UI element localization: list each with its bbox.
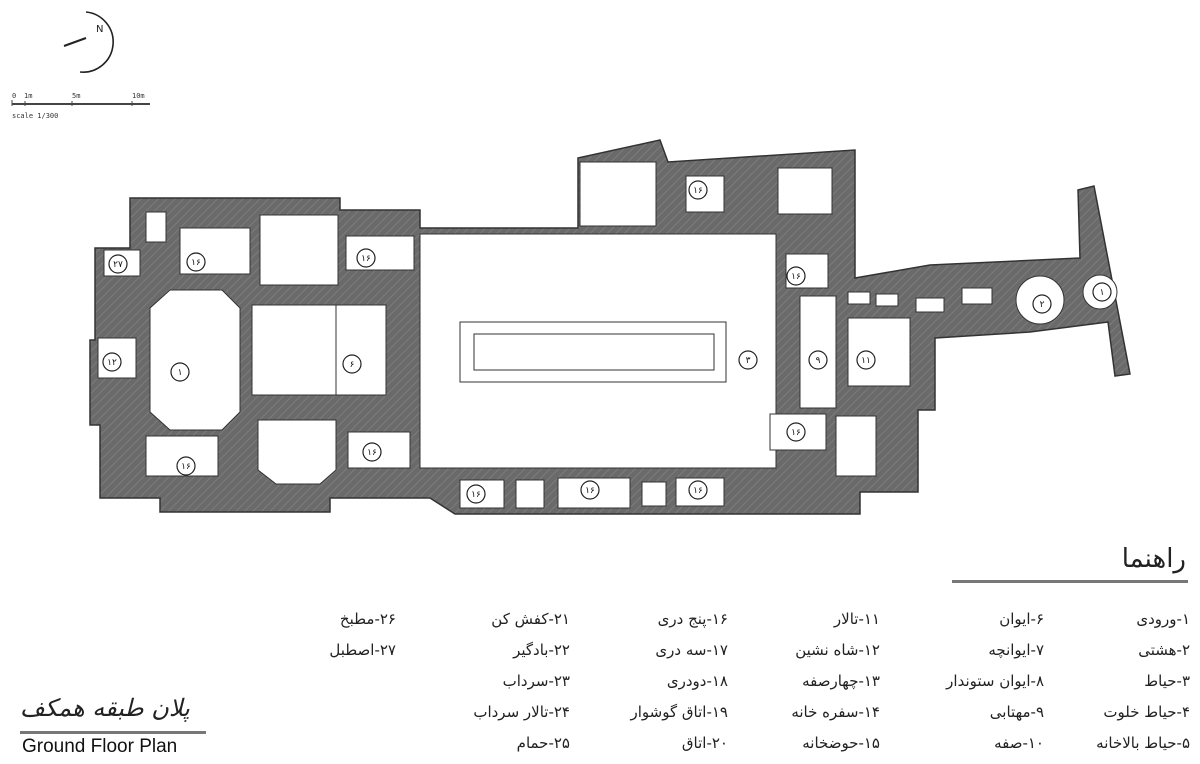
room-label: ۱ (1100, 288, 1105, 298)
legend-item: ۴-حیاط خلوت (1103, 703, 1190, 721)
room-label-circles (102, 180, 1112, 504)
legend-item: ۲۳-سرداب (502, 672, 570, 690)
scale-text: scale 1/300 (12, 112, 58, 120)
scale-tick-10: 10m (132, 92, 145, 100)
legend-divider (952, 580, 1188, 583)
legend-item: ۱۸-دودری (666, 672, 728, 690)
legend-item: ۱۰-صفه (994, 734, 1044, 752)
scale-tick-0: 0 (12, 92, 16, 100)
legend-item: ۲۱-کفش کن (491, 610, 570, 628)
legend-column-6: ۲۶-مطبخ ۲۷-اصطبل (246, 604, 396, 666)
room-label: ۲۷ (113, 260, 123, 270)
room-label: ۱۶ (471, 490, 481, 500)
room-label: ۱۶ (585, 486, 595, 496)
legend-item: ۲۲-بادگیر (513, 641, 570, 659)
scale-tick-1: 1m (24, 92, 32, 100)
octagonal-hall (149, 289, 241, 431)
legend-item: ۲-هشتی (1138, 641, 1190, 659)
legend-item: ۲۰-اتاق (681, 734, 728, 752)
north-label: N (96, 24, 103, 35)
plan-title-english: Ground Floor Plan (22, 736, 178, 757)
legend-item: ۲۵-حمام (516, 734, 570, 752)
room-label: ۱۶ (791, 272, 801, 282)
room-label: ۱۶ (693, 186, 703, 196)
room-label: ۱۶ (791, 428, 801, 438)
legend-item: ۱۴-سفره خانه (791, 703, 880, 721)
room-label: ۱۶ (693, 486, 703, 496)
north-arrow: N (63, 11, 114, 73)
room-label: ۱۶ (181, 462, 191, 472)
legend-item: ۲۶-مطبخ (339, 610, 396, 628)
room-label: ۳ (746, 356, 751, 366)
legend-item: ۷-ایوانچه (988, 641, 1044, 659)
room-label: ۱۲ (107, 358, 117, 368)
scale-bar: 0 1m 5m 10m scale 1/300 (11, 92, 150, 120)
room-voids (97, 161, 1118, 509)
legend-column-1: ۱-ورودی ۲-هشتی ۳-حیاط ۴-حیاط خلوت ۵-حیاط… (1040, 604, 1190, 759)
legend-item: ۶-ایوان (999, 610, 1044, 628)
legend-item: ۱۷-سه دری (655, 641, 728, 659)
legend-item: ۳-حیاط (1144, 672, 1190, 690)
legend-item: ۱۱-تالار (833, 610, 880, 628)
room-label-numbers: ۱ ۶ ۳ ۱ ۲ ۲۷ ۱۲ ۱۶ ۱۶ ۱۶ ۱۶ ۹ ۱۱ ۱۶ ۱۶ ۱… (107, 186, 1104, 500)
room-label: ۱۶ (367, 448, 377, 458)
legend-item: ۸-ایوان ستوندار (946, 672, 1044, 690)
legend-item: ۱۵-حوضخانه (802, 734, 880, 752)
legend-item: ۵-حیاط بالاخانه (1096, 734, 1190, 752)
legend-item: ۱۲-شاه نشین (795, 641, 880, 659)
room-label: ۱۶ (361, 254, 371, 264)
room-label: ۲ (1040, 300, 1045, 310)
legend-item: ۱-ورودی (1136, 610, 1190, 628)
legend-item: ۱۶-پنج دری (657, 610, 728, 628)
legend-title: راهنما (1121, 544, 1186, 574)
room-label: ۱۶ (191, 258, 201, 268)
room-label: ۹ (816, 356, 821, 366)
pool-inner (473, 333, 715, 371)
scale-tick-5: 5m (72, 92, 80, 100)
legend-column-2: ۶-ایوان ۷-ایوانچه ۸-ایوان ستوندار ۹-مهتا… (894, 604, 1044, 759)
room-label: ۱۱ (861, 356, 871, 366)
legend-column-4: ۱۶-پنج دری ۱۷-سه دری ۱۸-دودری ۱۹-اتاق گو… (578, 604, 728, 759)
room-label: ۶ (350, 360, 355, 370)
title-divider (20, 731, 206, 734)
legend-column-5: ۲۱-کفش کن ۲۲-بادگیر ۲۳-سرداب ۲۴-تالار سر… (420, 604, 570, 759)
room-label: ۱ (178, 368, 183, 378)
legend-item: ۲۴-تالار سرداب (473, 703, 570, 721)
legend-item: ۱۳-چهارصفه (802, 672, 880, 690)
pool-frame (459, 321, 727, 383)
legend-item: ۱۹-اتاق گوشوار (630, 703, 728, 721)
legend-item: ۹-مهتابی (989, 703, 1044, 721)
legend-item: ۲۷-اصطبل (329, 641, 396, 659)
legend-column-3: ۱۱-تالار ۱۲-شاه نشین ۱۳-چهارصفه ۱۴-سفره … (730, 604, 880, 759)
plan-title-persian: پلان طبقه همکف (20, 694, 190, 722)
